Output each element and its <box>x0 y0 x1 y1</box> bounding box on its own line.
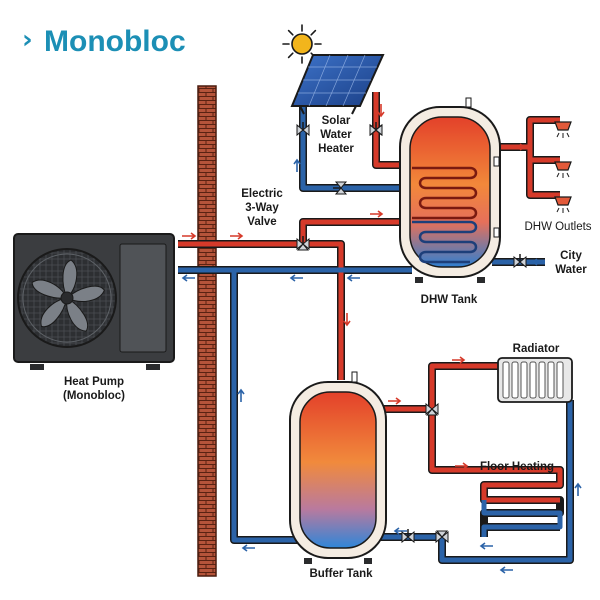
label-buffer-tank: Buffer Tank <box>309 568 373 580</box>
valve-icon[interactable] <box>401 529 415 544</box>
brick-wall <box>197 85 217 577</box>
buffer-tank <box>289 371 387 564</box>
shower-head-icon <box>554 121 572 138</box>
flow-arrows <box>181 104 582 574</box>
label-line: Valve <box>247 216 276 228</box>
label-line: 3-Way <box>245 202 279 214</box>
label-line: Heater <box>318 143 354 155</box>
label-radiator: Radiator <box>513 343 560 355</box>
solar-panel <box>290 54 385 115</box>
label-heat-pump: Heat Pump (Monobloc) <box>63 376 125 402</box>
valve-icon[interactable] <box>369 122 383 137</box>
heat-pump-unit <box>13 233 175 370</box>
label-line: Heat Pump <box>64 376 124 388</box>
fan-icon <box>17 248 117 348</box>
label-line: Water <box>320 129 352 141</box>
shower-head-icon <box>554 196 572 213</box>
label-floor-heating: Floor Heating <box>480 461 554 473</box>
valve-icon[interactable] <box>296 122 310 137</box>
sun-icon <box>282 24 322 64</box>
label-line: Water <box>555 264 587 276</box>
label-line: (Monobloc) <box>63 390 125 402</box>
shower-head-icon <box>554 161 572 178</box>
label-electric-valve: Electric 3-Way Valve <box>241 188 283 228</box>
valve-icon[interactable] <box>425 402 439 416</box>
title-chevron: › <box>22 25 33 55</box>
page-title: › Monobloc <box>22 25 186 58</box>
label-city-water: City Water <box>555 250 587 276</box>
valve-icon[interactable] <box>435 530 449 544</box>
radiator <box>497 357 573 403</box>
valve-icon[interactable] <box>296 236 310 251</box>
label-line: City <box>560 250 582 262</box>
cold-pipes <box>178 102 573 563</box>
valve-icon[interactable] <box>513 254 527 269</box>
label-dhw-tank: DHW Tank <box>421 294 478 306</box>
dhw-tank <box>399 97 501 283</box>
label-line: Electric <box>241 188 283 200</box>
valve-icon[interactable] <box>333 181 348 195</box>
label-dhw-outlets: DHW Outlets <box>524 221 591 233</box>
label-line: Solar <box>322 115 351 127</box>
label-solar-water-heater: Solar Water Heater <box>318 115 354 155</box>
title-text: Monobloc <box>44 25 186 58</box>
